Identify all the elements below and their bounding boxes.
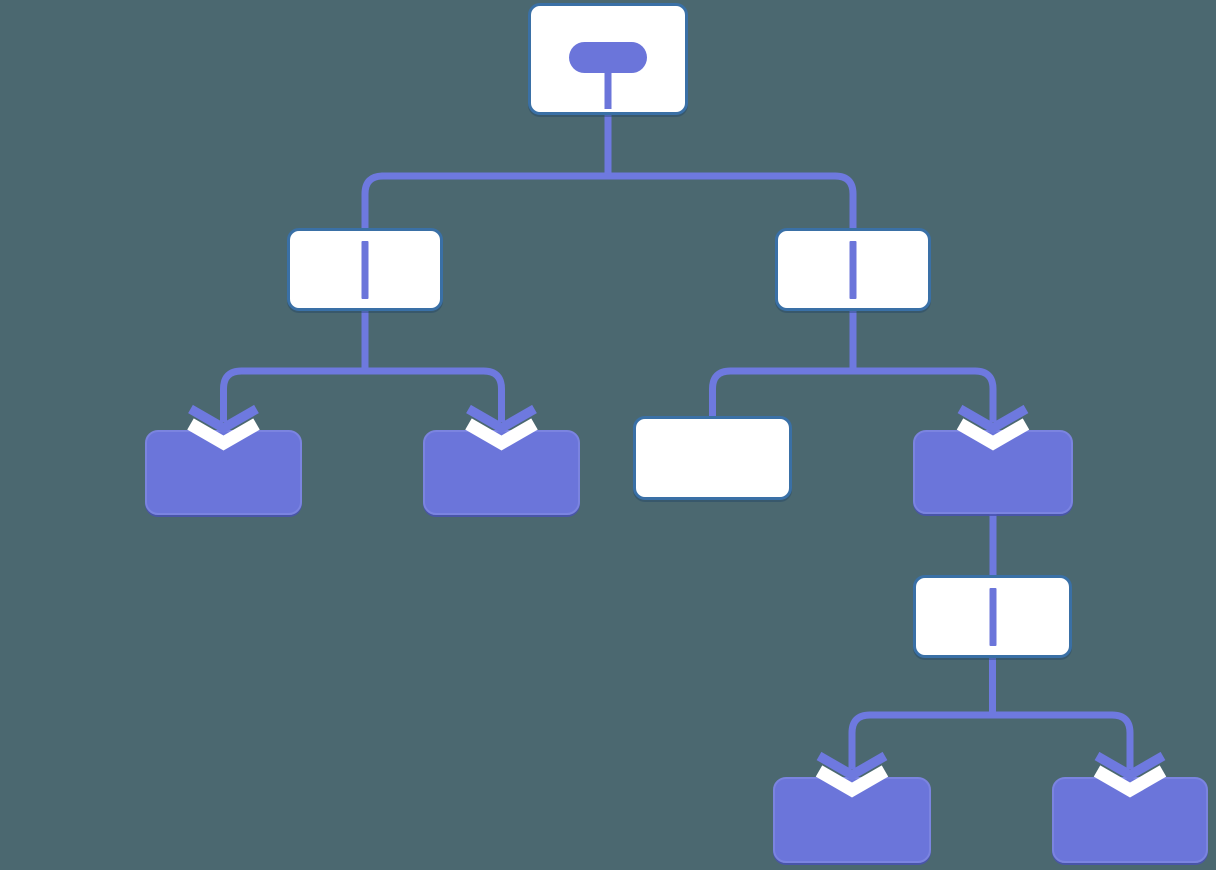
node-leaf-d[interactable] [1052,777,1208,863]
split-bar-icon [849,240,857,299]
root-stem-icon [604,70,612,109]
node-branch-bottom[interactable] [913,575,1072,658]
node-leaf-c[interactable] [773,777,931,863]
node-leaf-b[interactable] [423,430,580,515]
root-pill-icon [569,42,647,73]
node-leaf-a[interactable] [145,430,302,515]
node-branch-left[interactable] [287,228,443,311]
connector-left-split-rail [220,367,505,422]
node-branch-right[interactable] [775,228,931,311]
node-purple-mid[interactable] [913,430,1073,514]
connector-right-split-rail [709,367,997,422]
split-bar-icon [989,587,996,646]
connector-bottom-split-rail [848,711,1134,769]
split-bar-icon [361,240,369,299]
node-root[interactable] [528,3,688,115]
node-plain-white[interactable] [633,416,792,500]
connector-root-split-rail [361,172,857,232]
